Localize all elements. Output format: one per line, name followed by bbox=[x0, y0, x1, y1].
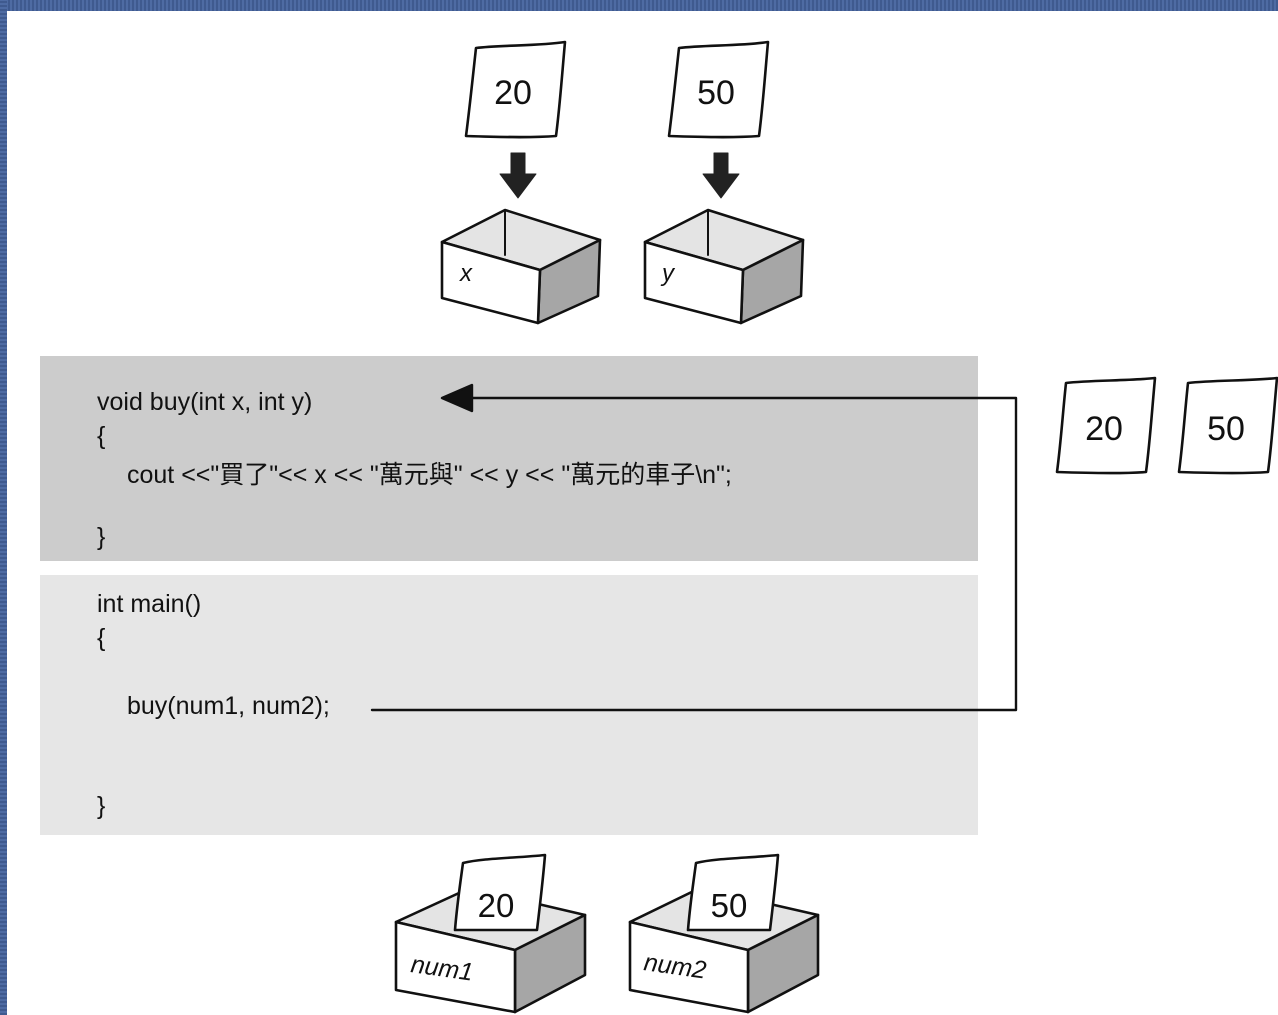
down-arrow-icon bbox=[702, 152, 740, 199]
main-call-line: buy(num1, num2); bbox=[127, 692, 330, 720]
argument-box-num2: 50 num2 bbox=[628, 853, 820, 1014]
parameter-label-x: x bbox=[459, 260, 473, 287]
argument-value-num1: 20 bbox=[478, 887, 515, 924]
argument-label-num2: num2 bbox=[642, 948, 708, 984]
parameter-value-card-y: 50 bbox=[667, 40, 770, 139]
parameter-label-y: y bbox=[660, 260, 676, 287]
parameter-value-y: 50 bbox=[697, 74, 735, 112]
window-frame-left bbox=[0, 0, 7, 1015]
parameter-box-y: y bbox=[643, 208, 805, 325]
function-body-line: cout <<"買了"<< x << "萬元與" << y << "萬元的車子\… bbox=[127, 461, 732, 489]
main-signature: int main() bbox=[97, 590, 202, 618]
argument-value-num2: 50 bbox=[711, 887, 748, 924]
function-close-brace: } bbox=[97, 523, 106, 551]
parameter-value-x: 20 bbox=[494, 74, 532, 112]
argument-label-num1: num1 bbox=[409, 950, 475, 986]
argument-box-num1: 20 num1 bbox=[394, 853, 587, 1014]
copied-value-card-2: 50 bbox=[1177, 376, 1278, 475]
down-arrow-icon bbox=[499, 152, 537, 199]
main-close-brace: } bbox=[97, 792, 106, 820]
window-frame-top bbox=[0, 0, 1278, 11]
function-open-brace: { bbox=[97, 422, 106, 450]
function-signature: void buy(int x, int y) bbox=[97, 388, 313, 416]
main-open-brace: { bbox=[97, 624, 106, 652]
copied-value-1: 20 bbox=[1085, 410, 1123, 448]
parameter-value-card-x: 20 bbox=[464, 40, 567, 139]
copied-value-2: 50 bbox=[1207, 410, 1245, 448]
copied-value-card-1: 20 bbox=[1055, 376, 1157, 475]
parameter-box-x: x bbox=[440, 208, 602, 325]
